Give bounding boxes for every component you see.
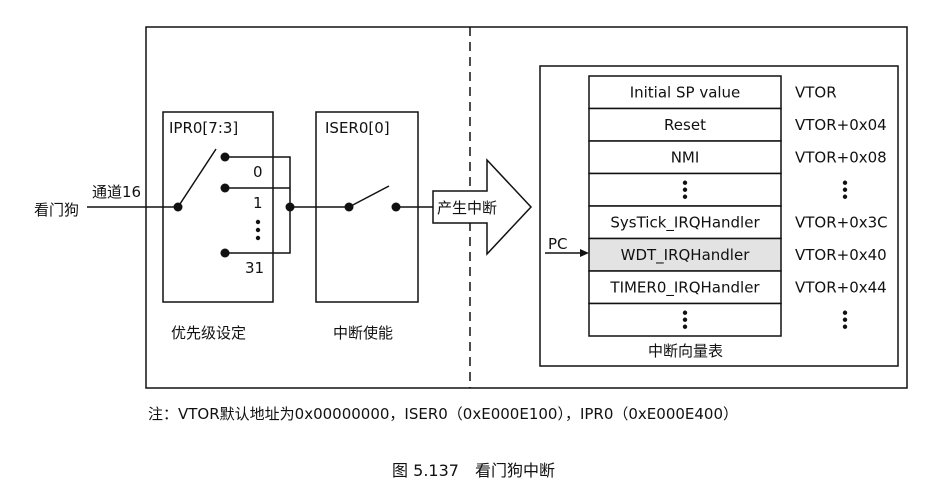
vector-table-caption: 中断向量表 bbox=[648, 342, 723, 360]
priority-level-1: 1 bbox=[253, 194, 263, 212]
vector-row-ellipsis bbox=[682, 317, 688, 322]
vector-row-label: WDT_IRQHandler bbox=[621, 246, 751, 265]
vector-row-ellipsis bbox=[682, 180, 688, 185]
enable-block-caption: 中断使能 bbox=[333, 324, 393, 342]
vector-address-ellipsis bbox=[842, 187, 848, 192]
priority-ellipsis-dot bbox=[255, 235, 261, 241]
vector-row-label: TIMER0_IRQHandler bbox=[609, 278, 760, 297]
vector-row-ellipsis bbox=[682, 324, 688, 329]
priority-block-caption: 优先级设定 bbox=[171, 324, 246, 342]
vector-row-ellipsis bbox=[682, 187, 688, 192]
footnote: 注：VTOR默认地址为0x00000000，ISER0（0xE000E100），… bbox=[148, 405, 739, 423]
vector-address-ellipsis bbox=[842, 317, 848, 322]
vector-row-label: NMI bbox=[671, 148, 700, 166]
vector-address-ellipsis bbox=[842, 310, 848, 315]
vector-address: VTOR+0x3C bbox=[795, 213, 888, 231]
pc-label: PC bbox=[548, 235, 568, 253]
vector-address-ellipsis bbox=[842, 194, 848, 199]
priority-ellipsis-dot bbox=[255, 219, 261, 225]
vector-row-label: SysTick_IRQHandler bbox=[610, 213, 760, 232]
vector-row bbox=[588, 237, 782, 272]
vector-address: VTOR+0x44 bbox=[795, 278, 887, 296]
vector-row bbox=[588, 270, 782, 305]
watchdog-interrupt-diagram: 看门狗 通道16 IPR0[7:3] 0 1 31 优先级设定 ISER0[0]… bbox=[34, 26, 908, 389]
figure-caption: 图 5.137 看门狗中断 bbox=[392, 461, 555, 480]
vector-row bbox=[588, 75, 782, 110]
priority-switch-lever bbox=[177, 148, 217, 208]
generate-interrupt-arrow bbox=[432, 158, 533, 256]
vector-address: VTOR+0x40 bbox=[795, 246, 887, 264]
vector-address: VTOR+0x04 bbox=[795, 116, 887, 134]
priority-ellipsis-dot bbox=[255, 227, 261, 233]
channel-label: 通道16 bbox=[92, 183, 141, 201]
vector-row-label: Reset bbox=[664, 116, 706, 134]
vector-address-ellipsis bbox=[842, 180, 848, 185]
priority-block bbox=[162, 111, 274, 303]
pc-pointer-arrowhead bbox=[580, 249, 589, 257]
priority-block-title: IPR0[7:3] bbox=[169, 119, 238, 137]
enable-switch-lever bbox=[348, 185, 390, 208]
vector-address: VTOR+0x08 bbox=[795, 148, 887, 166]
vector-table-frame bbox=[539, 65, 899, 367]
arrow-label: 产生中断 bbox=[437, 199, 497, 217]
priority-level-0: 0 bbox=[253, 163, 263, 181]
input-source-label: 看门狗 bbox=[34, 201, 79, 219]
vector-row-ellipsis bbox=[682, 194, 688, 199]
vector-address-ellipsis bbox=[842, 324, 848, 329]
vector-row-ellipsis bbox=[682, 310, 688, 315]
enable-block-title: ISER0[0] bbox=[325, 119, 390, 137]
vector-address: VTOR bbox=[795, 83, 837, 101]
vector-row-label: Initial SP value bbox=[630, 83, 741, 101]
priority-level-31: 31 bbox=[245, 259, 264, 277]
